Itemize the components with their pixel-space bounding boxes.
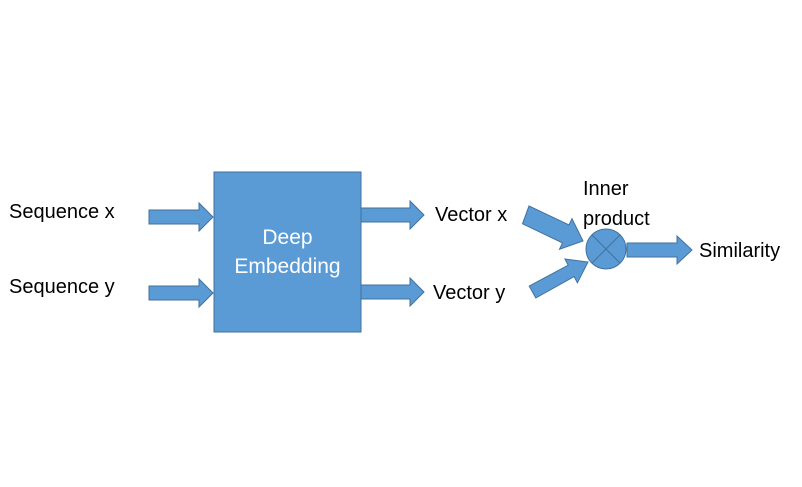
sequence-x-label: Sequence x [9, 201, 115, 223]
arrow-embedding-to-vector-y [360, 276, 425, 308]
arrow-sequence-x-to-embedding [148, 201, 214, 233]
arrow-embedding-to-vector-x [360, 199, 425, 231]
arrow-vector-x-to-operator [521, 205, 584, 251]
vector-x-label: Vector x [435, 204, 508, 226]
arrow-sequence-y-to-embedding [148, 277, 214, 309]
deep-embedding-box [213, 171, 362, 333]
arrow-operator-to-similarity [626, 234, 693, 266]
similarity-label: Similarity [699, 240, 781, 262]
vector-y-label: Vector y [433, 282, 506, 304]
inner-product-line1: Inner [583, 178, 629, 200]
deep-embedding-line2: Embedding [234, 255, 341, 278]
sequence-y-label: Sequence y [9, 276, 115, 298]
arrow-vector-y-to-operator [528, 258, 589, 299]
inner-product-line2: product [583, 208, 650, 230]
deep-embedding-line1: Deep [262, 226, 313, 249]
multiply-circle-icon [585, 228, 627, 270]
deep-embedding-label: Deep Embedding [214, 172, 361, 332]
